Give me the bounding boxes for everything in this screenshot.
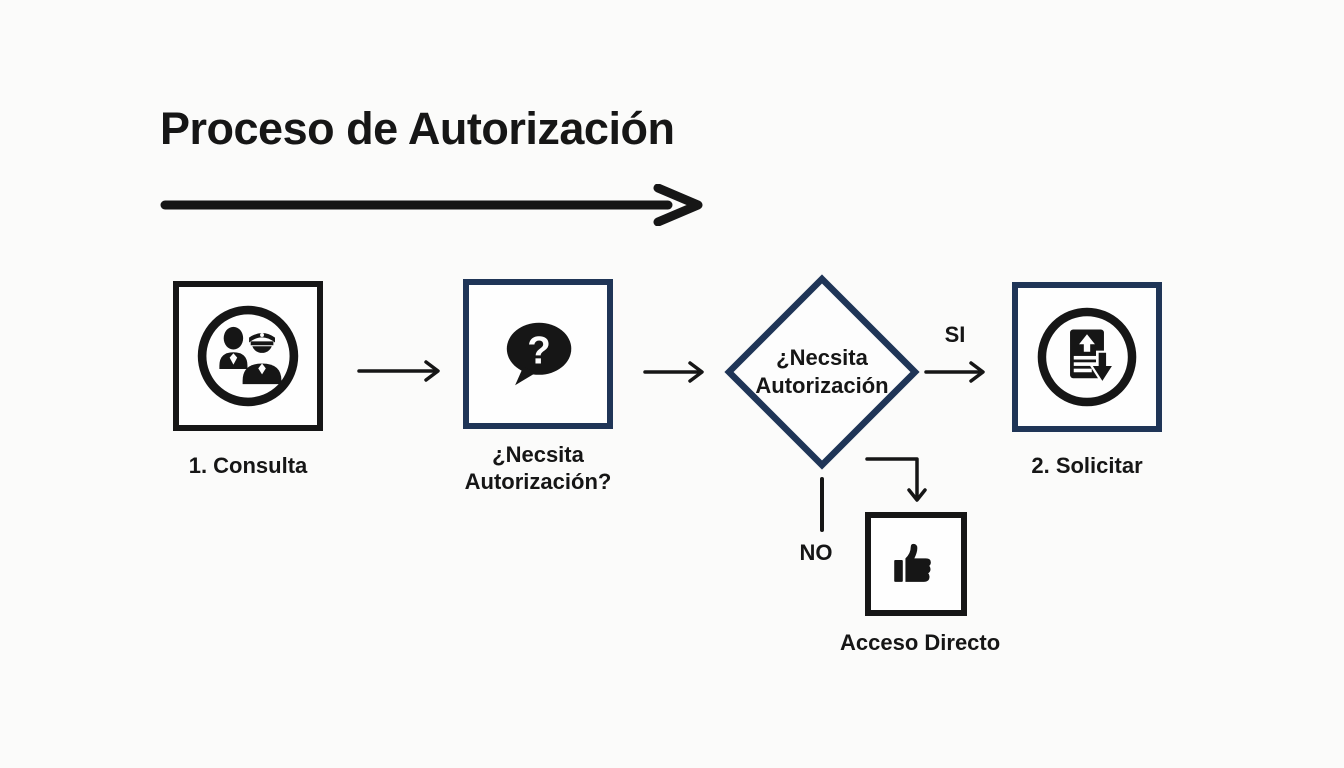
node-solicitar-label: 2. Solicitar [1031,453,1143,478]
node-acceso-directo [865,512,967,616]
question-mark-glyph: ? [527,329,551,372]
thumbs-up-icon [894,543,931,582]
title-arrow [160,184,703,226]
flow-arrow-pregunta-to-decision [643,361,704,383]
flow-arrow-consulta-to-pregunta [357,360,440,382]
node-pregunta: ? [463,279,613,429]
no-branch-line [820,477,824,532]
flow-arrow-decision-to-solicitar [924,361,985,383]
node-pregunta-label-line2: Autorización? [464,469,612,494]
node-solicitar [1012,282,1162,432]
node-acceso-directo-label: Acceso Directo [840,630,1001,655]
decision-diamond-text: ¿Necsita Autorización [724,274,920,470]
doctor-patient-icon [197,305,299,407]
flow-arrow-decision-to-acceso [865,457,927,502]
branch-label-si: SI [944,322,966,347]
question-bubble-icon: ? [506,322,572,386]
node-pregunta-label-line1: ¿Necsita [492,442,584,467]
page-title: Proceso de Autorización [160,103,675,154]
branch-label-no: NO [799,540,833,565]
document-transfer-icon [1037,307,1137,407]
node-consulta [173,281,323,431]
decision-line2: Autorización [755,373,889,398]
node-consulta-label: 1. Consulta [188,453,308,478]
node-pregunta-label: ¿Necsita Autorización? [438,441,638,495]
decision-diamond [724,274,920,470]
decision-line1: ¿Necsita [776,345,868,370]
